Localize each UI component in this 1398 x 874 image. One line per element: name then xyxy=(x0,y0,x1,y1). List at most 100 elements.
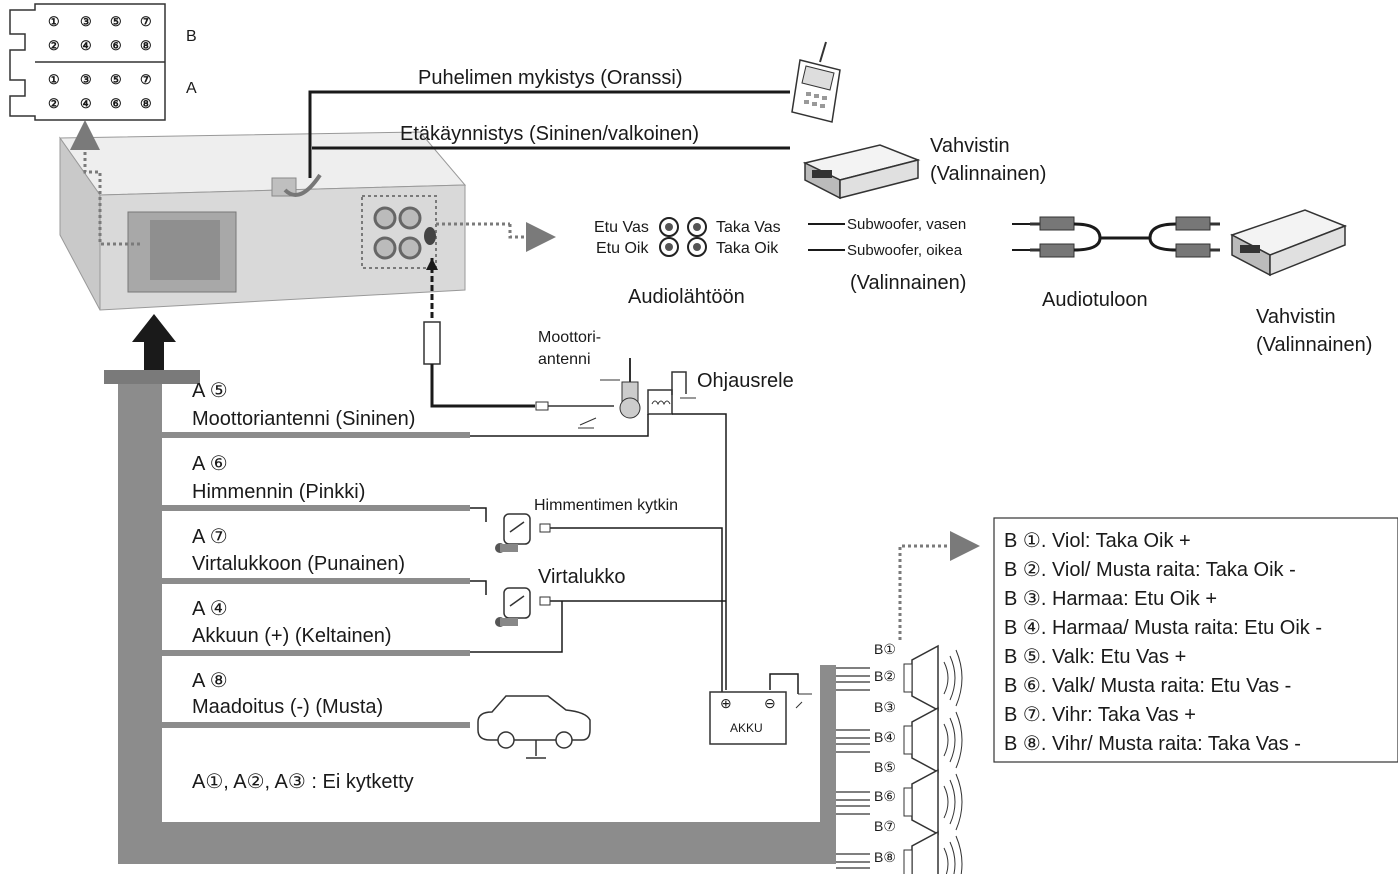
remote-on-label: Etäkäynnistys (Sininen/valkoinen) xyxy=(400,123,699,145)
svg-text:④: ④ xyxy=(80,96,92,111)
connector-a-label: A xyxy=(186,80,197,97)
rca-cable-icon xyxy=(1030,216,1220,258)
svg-text:B④: B④ xyxy=(874,729,896,745)
front-right-label: Etu Oik xyxy=(596,240,649,257)
wire-pin-a4: A ④ xyxy=(192,598,228,620)
svg-text:B⑧: B⑧ xyxy=(874,849,896,865)
svg-text:①: ① xyxy=(48,72,60,87)
svg-text:⑧: ⑧ xyxy=(140,38,152,53)
svg-text:⊖: ⊖ xyxy=(764,695,776,711)
connector-pointer xyxy=(70,120,140,246)
amp-top-title: Vahvistin xyxy=(930,135,1010,157)
wire-name-a6: Himmennin (Pinkki) xyxy=(192,481,365,503)
phone-mute-label: Puhelimen mykistys (Oranssi) xyxy=(418,67,683,89)
svg-text:②: ② xyxy=(48,38,60,53)
amplifier-top-icon xyxy=(802,144,921,200)
motor-antenna-line2: antenni xyxy=(538,351,591,368)
svg-text:③: ③ xyxy=(80,72,92,87)
audio-in-caption: Audiotuloon xyxy=(1042,289,1148,311)
connector-block: ① ③ ⑤ ⑦ ② ④ ⑥ ⑧ ① ③ ⑤ ⑦ ② ④ ⑥ ⑧ xyxy=(9,3,166,121)
svg-text:B⑥: B⑥ xyxy=(874,788,896,804)
battery-label: AKKU xyxy=(730,721,763,735)
wire-name-a8: Maadoitus (-) (Musta) xyxy=(192,696,383,718)
legend-item: B ⑤. Valk: Etu Vas + xyxy=(1004,646,1186,668)
legend-item: B ⑧. Vihr/ Musta raita: Taka Vas - xyxy=(1004,733,1301,755)
svg-text:⊕: ⊕ xyxy=(720,695,732,711)
speaker-3 xyxy=(836,768,963,836)
subwoofer-optional-label: (Valinnainen) xyxy=(850,272,966,294)
amp-top-optional: (Valinnainen) xyxy=(930,163,1046,185)
motor-antenna-line1: Moottori- xyxy=(538,329,601,346)
connector-b-label: B xyxy=(186,28,197,45)
harness-arrow xyxy=(132,314,176,370)
svg-text:⑤: ⑤ xyxy=(110,72,122,87)
svg-text:⑤: ⑤ xyxy=(110,14,122,29)
wire-pin-a5: A ⑤ xyxy=(192,380,228,402)
legend-pointer xyxy=(898,531,980,640)
wire-pin-a6: A ⑥ xyxy=(192,453,228,475)
mobile-phone-icon xyxy=(791,41,841,123)
dimmer-switch-label: Himmentimen kytkin xyxy=(534,497,678,514)
rca-panel xyxy=(361,195,437,269)
rear-right-label: Taka Oik xyxy=(716,240,779,257)
phone-mute-wire xyxy=(308,90,790,178)
svg-text:⑥: ⑥ xyxy=(110,38,122,53)
rear-left-label: Taka Vas xyxy=(716,219,781,236)
thin-wiring xyxy=(470,413,799,694)
subwoofer-left-label: Subwoofer, vasen xyxy=(847,216,966,233)
speaker-4 xyxy=(836,830,963,874)
ignition-switch-icon xyxy=(495,587,551,627)
wire-name-a5: Moottoriantenni (Sininen) xyxy=(192,408,415,430)
wire-name-a7: Virtalukkoon (Punainen) xyxy=(192,553,405,575)
svg-text:①: ① xyxy=(48,14,60,29)
legend-item: B ⑥. Valk/ Musta raita: Etu Vas - xyxy=(1004,675,1291,697)
antenna-plug xyxy=(423,321,441,365)
svg-text:B③: B③ xyxy=(874,699,896,715)
battery-icon: ⊕ ⊖ xyxy=(709,691,812,745)
car-icon xyxy=(477,695,591,759)
relay-label: Ohjausrele xyxy=(697,370,794,392)
svg-text:⑦: ⑦ xyxy=(140,14,152,29)
motor-antenna-icon xyxy=(535,358,641,429)
legend-item: B ④. Harmaa/ Musta raita: Etu Oik - xyxy=(1004,617,1322,639)
legend-item: B ⑦. Vihr: Taka Vas + xyxy=(1004,704,1196,726)
head-unit xyxy=(59,131,467,311)
speaker-legend: B ①. Viol: Taka Oik + B ②. Viol/ Musta r… xyxy=(1004,530,1322,755)
speaker-legend-box xyxy=(993,517,1398,763)
amp-right-optional: (Valinnainen) xyxy=(1256,334,1372,356)
connector-b-pins: ① ③ ⑤ ⑦ ② ④ ⑥ ⑧ xyxy=(48,14,152,53)
speaker-1 xyxy=(836,644,963,712)
speaker-group xyxy=(836,644,963,874)
speaker-pin-labels: B① B② B③ B④ B⑤ B⑥ B⑦ B⑧ xyxy=(874,641,896,865)
antenna-cable xyxy=(430,364,535,408)
legend-item: B ②. Viol/ Musta raita: Taka Oik - xyxy=(1004,559,1296,581)
audio-out-jacks xyxy=(659,217,707,257)
connector-a-pins: ① ③ ⑤ ⑦ ② ④ ⑥ ⑧ xyxy=(48,72,152,111)
svg-text:③: ③ xyxy=(80,14,92,29)
speaker-2 xyxy=(836,706,963,774)
amplifier-right-icon xyxy=(1230,209,1348,277)
legend-item: B ①. Viol: Taka Oik + xyxy=(1004,530,1191,552)
relay-icon xyxy=(647,371,696,415)
dimmer-switch-icon xyxy=(495,513,551,553)
svg-text:B①: B① xyxy=(874,641,896,657)
svg-text:B⑤: B⑤ xyxy=(874,759,896,775)
main-harness xyxy=(104,370,836,864)
ignition-label: Virtalukko xyxy=(538,566,625,588)
audio-out-caption: Audiolähtöön xyxy=(628,286,745,308)
svg-text:②: ② xyxy=(48,96,60,111)
front-left-label: Etu Vas xyxy=(594,219,649,236)
wire-pin-a7: A ⑦ xyxy=(192,526,228,548)
svg-text:B②: B② xyxy=(874,668,896,684)
wire-name-a4: Akkuun (+) (Keltainen) xyxy=(192,625,392,647)
amp-right-title: Vahvistin xyxy=(1256,306,1336,328)
subwoofer-right-label: Subwoofer, oikea xyxy=(847,242,963,259)
svg-text:⑦: ⑦ xyxy=(140,72,152,87)
svg-text:⑥: ⑥ xyxy=(110,96,122,111)
not-connected-note: A①, A②, A③ : Ei kytketty xyxy=(192,771,414,793)
svg-text:④: ④ xyxy=(80,38,92,53)
svg-text:B⑦: B⑦ xyxy=(874,818,896,834)
svg-text:⑧: ⑧ xyxy=(140,96,152,111)
legend-item: B ③. Harmaa: Etu Oik + xyxy=(1004,588,1217,610)
